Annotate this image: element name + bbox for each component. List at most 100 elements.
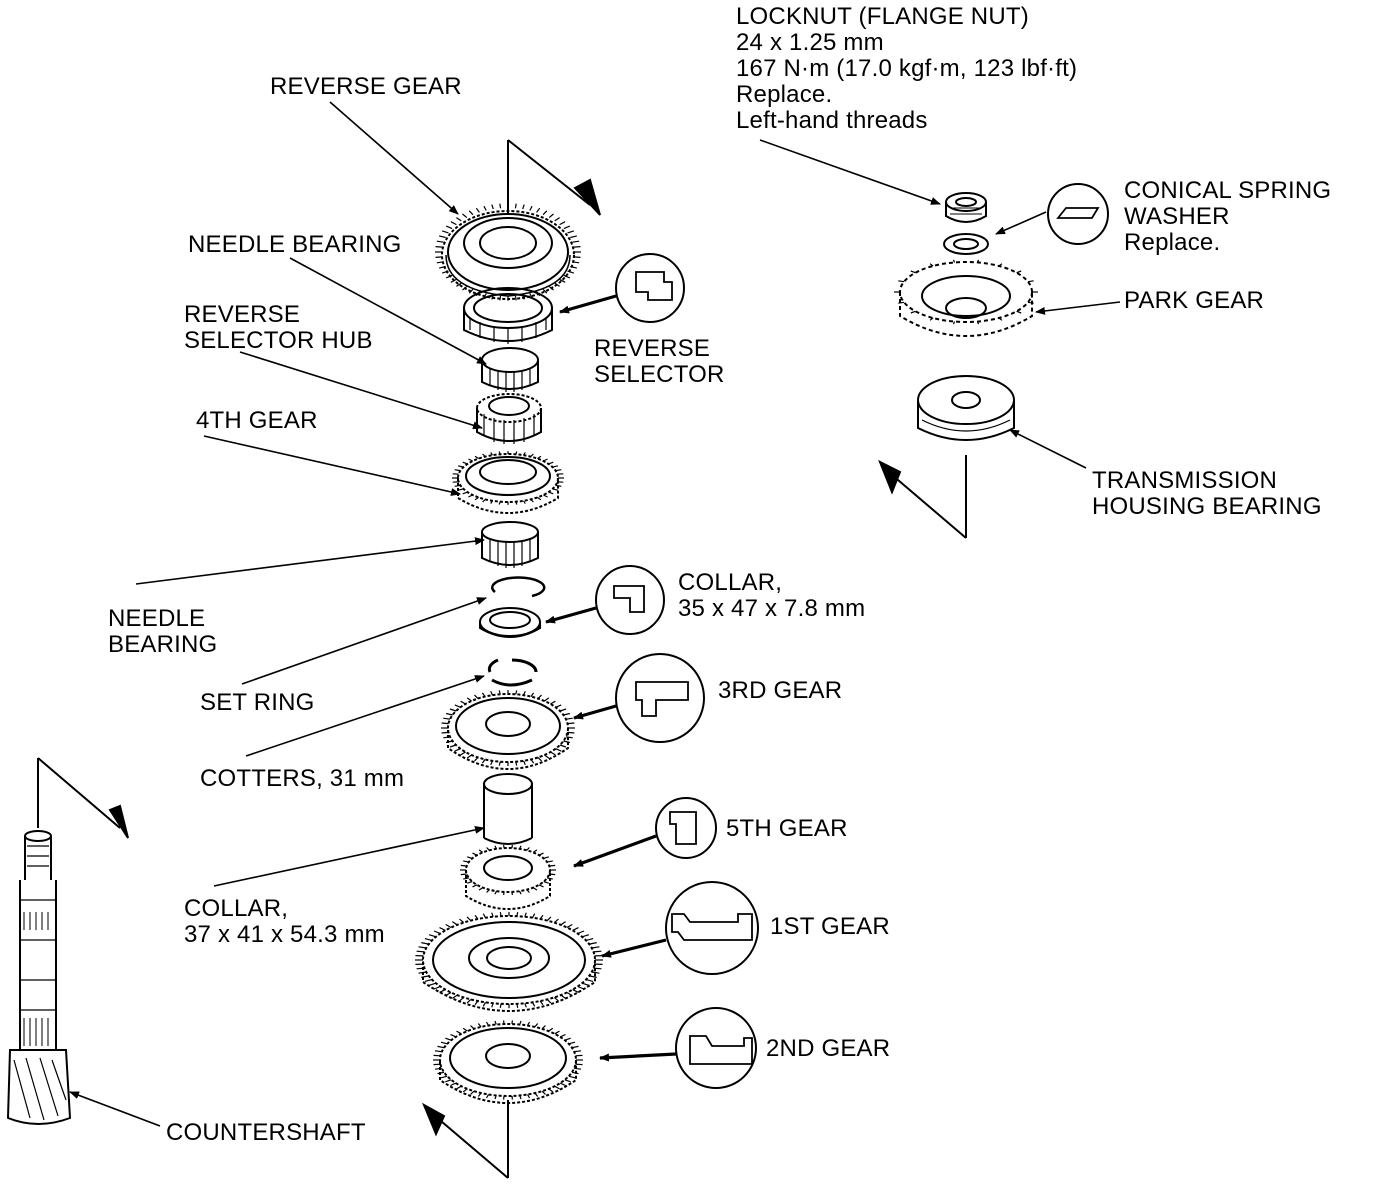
- gear-tooth: [559, 221, 566, 226]
- gear-tooth: [567, 731, 575, 734]
- second-gear-part: [439, 1023, 577, 1104]
- gear-tooth: [536, 207, 541, 213]
- gear-tooth: [503, 844, 505, 849]
- gear-tooth: [482, 1002, 487, 1007]
- gear-tooth: [498, 501, 501, 505]
- needle-bearing-bottom-label: NEEDLE BEARING: [108, 606, 217, 658]
- gear-tooth: [544, 754, 550, 759]
- gear-tooth: [445, 1037, 452, 1041]
- gear-tooth: [443, 717, 451, 720]
- gear-tooth: [474, 455, 479, 460]
- reverse-selector-hub-part: [476, 393, 542, 444]
- gear-tooth: [441, 722, 449, 725]
- gear-tooth: [459, 918, 465, 924]
- gear-tooth: [910, 270, 916, 274]
- gear-tooth: [486, 889, 490, 893]
- gear-tooth: [466, 754, 472, 759]
- gear-tooth: [468, 494, 473, 498]
- gear-tooth: [490, 500, 494, 504]
- gear-tooth: [494, 890, 498, 895]
- gear-tooth: [519, 1020, 522, 1025]
- gear-tooth: [457, 488, 464, 491]
- needle-bearing-top-label: NEEDLE BEARING: [188, 231, 402, 258]
- gear-tooth: [555, 704, 562, 708]
- gear-tooth: [526, 889, 530, 893]
- gear-tooth: [537, 756, 542, 762]
- gear-tooth: [522, 691, 526, 696]
- gear-tooth: [549, 864, 556, 867]
- gear-tooth: [435, 246, 443, 248]
- third-gear-part: [447, 693, 569, 770]
- gear-tooth: [463, 860, 469, 863]
- collar-37-part: [483, 773, 533, 845]
- gear-tooth: [952, 259, 956, 263]
- reverse-selector-hub-line2: SELECTOR HUB: [184, 327, 373, 354]
- gear-tooth: [573, 246, 581, 248]
- reverse-gear-part: [441, 210, 575, 300]
- gear-tooth: [563, 274, 571, 279]
- gear-tooth: [475, 291, 480, 297]
- gear-tooth: [491, 294, 494, 300]
- gear-tooth: [445, 991, 452, 997]
- gear-tooth: [548, 1027, 554, 1032]
- gear-tooth: [531, 1002, 536, 1007]
- gear-tooth: [482, 453, 486, 458]
- gear-tooth: [467, 856, 473, 859]
- gear-tooth: [554, 1030, 560, 1035]
- gear-tooth: [548, 491, 554, 495]
- gear-tooth: [564, 1037, 571, 1041]
- gear-tooth: [537, 455, 542, 460]
- gear-tooth: [552, 488, 559, 491]
- gear-tooth: [572, 989, 579, 993]
- gear-tooth: [457, 465, 464, 468]
- gear-tooth: [564, 1079, 571, 1083]
- gear-tooth: [550, 751, 556, 756]
- set-ring-part: [491, 576, 546, 598]
- gear-tooth: [548, 1088, 554, 1093]
- gear-tooth: [537, 694, 542, 700]
- reverse-selector-line2: SELECTOR: [594, 361, 725, 388]
- detail-fifth-gear: [655, 797, 717, 859]
- gear-tooth: [460, 864, 467, 867]
- gear-tooth: [559, 708, 567, 712]
- gear-tooth: [445, 1079, 452, 1083]
- gear-tooth: [482, 913, 487, 918]
- gear-tooth: [544, 697, 550, 702]
- locknut-label: LOCKNUT (FLANGE NUT) 24 x 1.25 mm 167 N·…: [736, 4, 1077, 134]
- gear-tooth: [542, 288, 548, 294]
- park-gear-part: [899, 261, 1033, 337]
- gear-tooth: [518, 890, 522, 895]
- gear-tooth: [456, 1030, 462, 1035]
- housing-bearing-line1: TRANSMISSION: [1092, 467, 1278, 494]
- gear-tooth: [515, 761, 518, 766]
- gear-tooth: [474, 756, 479, 762]
- conical-washer-line2: WASHER: [1124, 203, 1230, 230]
- gear-tooth: [511, 891, 513, 896]
- detail-first-gear: [665, 881, 759, 975]
- collar-35-line1: COLLAR,: [678, 569, 783, 596]
- gear-tooth: [433, 930, 441, 935]
- gear-tooth: [474, 496, 479, 501]
- first-gear-label: 1ST GEAR: [770, 913, 890, 940]
- gear-tooth: [530, 692, 535, 697]
- gear-tooth: [491, 204, 494, 210]
- gear-tooth: [490, 452, 494, 456]
- gear-tooth: [567, 270, 574, 274]
- gear-tooth: [463, 877, 469, 880]
- gear-tooth: [554, 217, 560, 222]
- gear-tooth: [577, 985, 585, 990]
- gear-tooth: [472, 852, 478, 856]
- gear-tooth: [529, 205, 533, 211]
- gear-tooth: [462, 1027, 468, 1032]
- gear-tooth: [548, 213, 554, 219]
- gear-tooth: [522, 204, 525, 210]
- gear-tooth: [462, 285, 468, 291]
- gear-tooth: [565, 717, 573, 720]
- gear-tooth: [445, 923, 452, 929]
- gear-tooth: [445, 712, 453, 716]
- reverse-gear-label: REVERSE GEAR: [270, 73, 462, 100]
- gear-tooth: [571, 1071, 579, 1075]
- gear-tooth: [454, 748, 461, 752]
- gear-tooth: [568, 1075, 576, 1079]
- gear-tooth: [418, 971, 427, 974]
